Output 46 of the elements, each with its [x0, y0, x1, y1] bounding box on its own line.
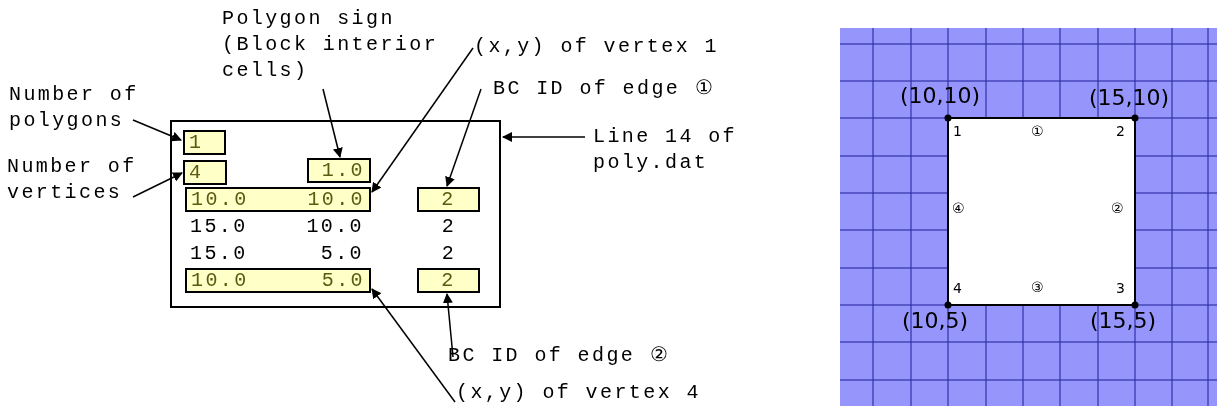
arrow [502, 132, 586, 142]
arrow [445, 88, 482, 187]
value-text: 15.0 [190, 241, 249, 267]
value-text: 10.0 [191, 270, 249, 291]
annotation-text: BC ID of edge ② [448, 343, 671, 369]
highlighted-value: 2 [417, 268, 480, 293]
coordinate-label: (10,5) [902, 309, 969, 334]
coordinate-label: (15,10) [1089, 86, 1170, 111]
file-listing-box [170, 120, 501, 308]
annotation-text: BC ID of edge ① [493, 76, 716, 102]
arrow [132, 172, 183, 198]
arrow [132, 119, 182, 142]
value-text: 15.0 [190, 214, 249, 240]
annotation-text: Number of vertices [7, 154, 157, 206]
arrow [371, 47, 474, 193]
value-text: 5.0 [319, 241, 364, 267]
coordinate-label: (10,10) [900, 84, 981, 109]
value-text: 10.0 [307, 189, 365, 210]
value-text: 10.0 [191, 189, 249, 210]
highlighted-field [185, 268, 371, 293]
value-text: 10.0 [305, 214, 364, 240]
vertex-number: 1 [953, 124, 962, 140]
highlighted-field [185, 187, 371, 212]
edge-number: ③ [1031, 280, 1044, 296]
annotation-text: Number of polygons [9, 82, 159, 134]
edge-number: ② [1111, 201, 1124, 217]
edge-number: ① [1031, 124, 1044, 140]
highlighted-value: 1.0 [307, 158, 371, 183]
arrow [442, 293, 454, 358]
vertex-number: 3 [1116, 281, 1125, 297]
annotation-text: (x,y) of vertex 1 [474, 34, 719, 60]
annotation-text: (x,y) of vertex 4 [456, 380, 701, 406]
arrow [371, 288, 456, 403]
annotation-text: Line 14 of poly.dat [593, 124, 773, 176]
vertex-number: 2 [1116, 124, 1125, 140]
value-text: 2 [440, 241, 458, 267]
highlighted-value: 2 [417, 187, 480, 212]
coordinate-label: (15,5) [1090, 309, 1157, 334]
annotation-text: Polygon sign (Block interior cells) [222, 6, 454, 84]
value-text: 5.0 [321, 270, 365, 291]
highlighted-value: 4 [183, 160, 227, 185]
arrow [322, 88, 343, 158]
value-text: 2 [440, 214, 458, 240]
highlighted-value: 1 [183, 130, 226, 155]
edge-number: ④ [952, 201, 965, 217]
vertex-number: 4 [953, 281, 962, 297]
